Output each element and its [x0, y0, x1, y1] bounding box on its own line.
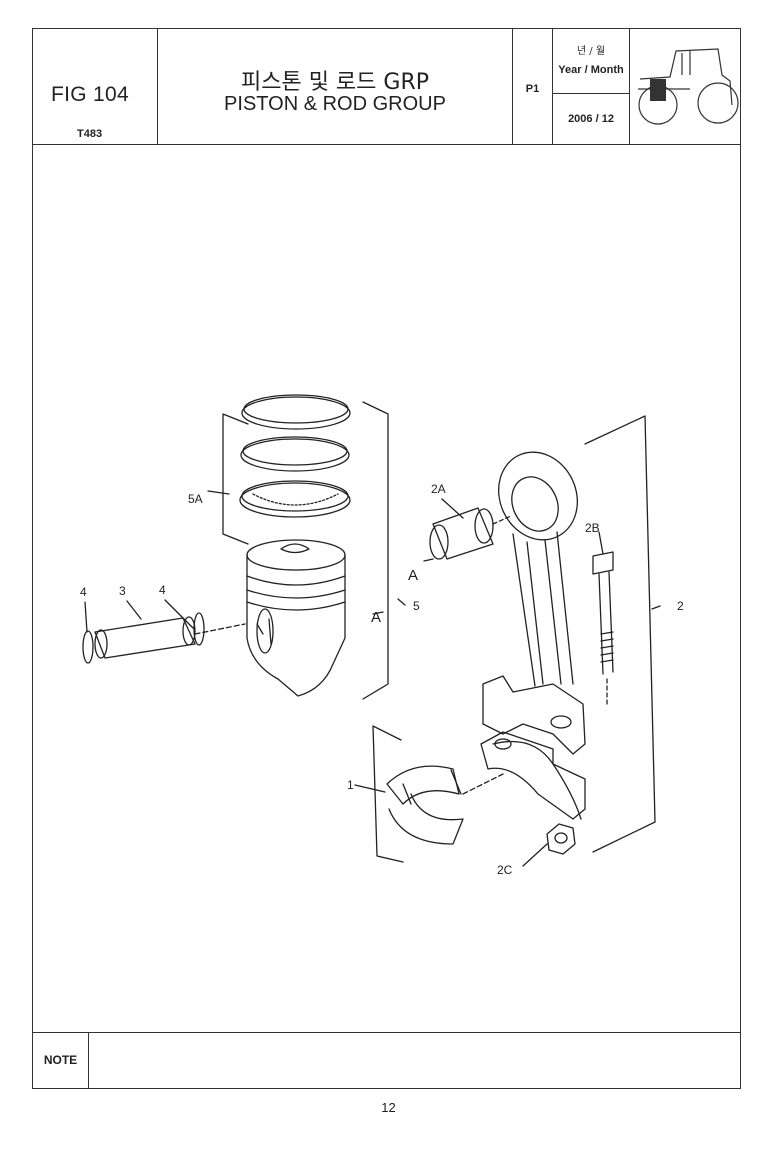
callout-A-bushing: A	[408, 567, 418, 584]
small-end-bushing	[429, 507, 512, 560]
callout-2B: 2B	[585, 521, 600, 535]
rod-group-bracket	[584, 415, 656, 853]
title-block: FIG 104 T483 피스톤 및 로드 GRP PISTON & ROD G…	[33, 29, 740, 145]
bearing-shells	[386, 765, 504, 845]
callout-3: 3	[119, 584, 126, 598]
figure-cell: FIG 104 T483	[33, 29, 158, 144]
page-number: 12	[381, 1100, 396, 1115]
callout-2: 2	[677, 599, 684, 613]
title-english: PISTON & ROD GROUP	[224, 93, 446, 115]
note-label: NOTE	[33, 1033, 89, 1088]
callout-5: 5	[413, 599, 420, 613]
note-row: NOTE	[33, 1032, 740, 1088]
figure-number: FIG 104	[51, 83, 129, 106]
callout-2C: 2C	[497, 863, 513, 877]
page-cell: P1	[513, 29, 553, 144]
callout-1: 1	[347, 778, 354, 792]
page-code: P1	[525, 83, 540, 95]
model-code: T483	[77, 128, 103, 140]
bearing-group-bracket	[372, 725, 404, 863]
callout-2A: 2A	[431, 482, 446, 496]
year-month-korean: 년 / 월	[576, 46, 606, 57]
connecting-rod-cap	[480, 731, 586, 820]
piston-rings	[239, 394, 351, 518]
callout-5A: 5A	[188, 492, 203, 506]
connecting-rod-nut	[546, 823, 576, 855]
issue-date: 2006 / 12	[568, 113, 614, 125]
ring-group-bracket-right	[362, 401, 389, 700]
exploded-diagram: 5A 2A 2B 4 3 4 A 5 A 2 1 2C	[80, 394, 684, 877]
ring-group-bracket-left	[222, 413, 249, 545]
tractor-icon-cell	[630, 29, 740, 144]
callout-4-left: 4	[80, 585, 87, 599]
connecting-rod	[482, 451, 586, 755]
piston	[246, 539, 346, 697]
title-cell: 피스톤 및 로드 GRP PISTON & ROD GROUP	[158, 29, 513, 144]
piston-pin	[94, 616, 246, 659]
tractor-icon	[638, 48, 739, 125]
year-month-label: Year / Month	[558, 64, 624, 76]
title-korean: 피스톤 및 로드 GRP	[240, 70, 430, 95]
callout-A-piston: A	[371, 609, 381, 626]
drawing-sheet: FIG 104 T483 피스톤 및 로드 GRP PISTON & ROD G…	[32, 28, 741, 1089]
snap-rings	[82, 612, 205, 664]
date-cell: 년 / 월 Year / Month 2006 / 12	[553, 29, 630, 144]
callout-4-right: 4	[159, 583, 166, 597]
connecting-rod-bolt	[592, 551, 614, 705]
